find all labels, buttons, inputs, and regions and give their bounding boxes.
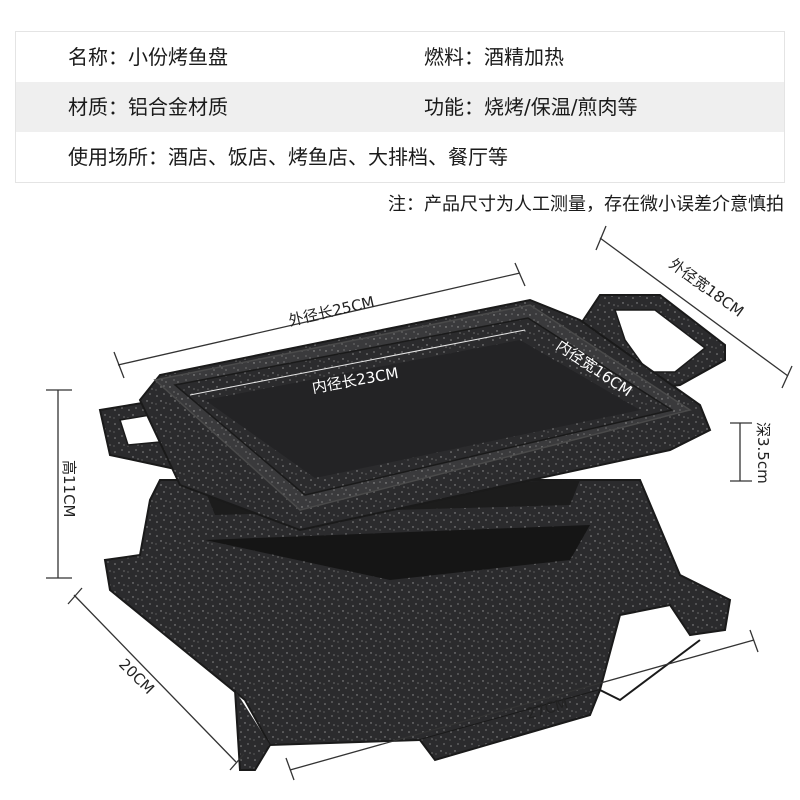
- label-base-width: 20CM: [115, 655, 158, 698]
- spec-row-1: 名称：小份烤鱼盘 燃料：酒精加热: [16, 32, 784, 82]
- label-outer-length: 外径长25CM: [287, 293, 376, 330]
- spec-material: 材质：铝合金材质: [68, 82, 228, 132]
- spec-row-3: 使用场所：酒店、饭店、烤鱼店、大排档、餐厅等: [16, 132, 784, 182]
- spec-fuel: 燃料：酒精加热: [424, 32, 564, 82]
- spec-fuel-value: 酒精加热: [484, 45, 564, 69]
- burner-stand: [103, 479, 732, 771]
- spec-function: 功能：烧烤/保温/煎肉等: [424, 82, 637, 132]
- spec-material-value: 铝合金材质: [128, 95, 228, 119]
- spec-table: 名称：小份烤鱼盘 燃料：酒精加热 材质：铝合金材质 功能：烧烤/保温/煎肉等 使…: [15, 31, 785, 183]
- dimension-lines: [46, 225, 793, 781]
- spec-venue: 使用场所：酒店、饭店、烤鱼店、大排档、餐厅等: [68, 132, 508, 182]
- grill-tray: [98, 294, 726, 532]
- label-depth: 深3.5cm: [754, 422, 772, 484]
- spec-function-label: 功能：: [424, 95, 484, 119]
- spec-function-value: 烧烤/保温/煎肉等: [484, 95, 638, 119]
- measurement-note: 注：产品尺寸为人工测量，存在微小误差介意慎拍: [388, 194, 784, 215]
- spec-venue-label: 使用场所：: [68, 145, 168, 169]
- spec-row-2: 材质：铝合金材质 功能：烧烤/保温/煎肉等: [16, 82, 784, 132]
- spec-name-value: 小份烤鱼盘: [128, 45, 228, 69]
- spec-material-label: 材质：: [68, 95, 128, 119]
- label-height: 高11CM: [60, 460, 78, 518]
- spec-name-label: 名称：: [68, 45, 128, 69]
- spec-fuel-label: 燃料：: [424, 45, 484, 69]
- spec-name: 名称：小份烤鱼盘: [68, 32, 228, 82]
- spec-venue-value: 酒店、饭店、烤鱼店、大排档、餐厅等: [168, 145, 508, 169]
